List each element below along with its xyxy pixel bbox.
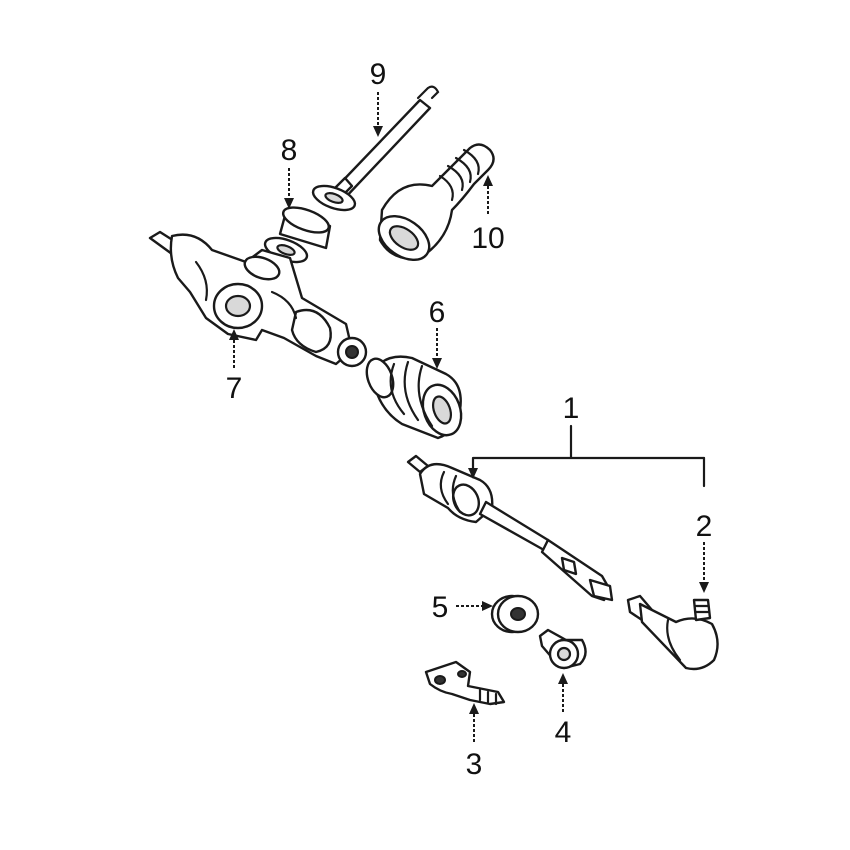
part-7-rack-housing — [148, 230, 368, 368]
callout-4: 4 — [555, 716, 572, 749]
part-5-grommet — [490, 594, 540, 634]
callout-7: 7 — [226, 372, 243, 405]
callout-8: 8 — [281, 134, 298, 167]
callout-3: 3 — [466, 748, 483, 781]
callout-9: 9 — [370, 58, 387, 91]
callout-6: 6 — [429, 296, 446, 329]
part-6-rack-boot — [365, 355, 463, 440]
part-10-pinion-boot — [377, 143, 495, 262]
callout-1: 1 — [563, 392, 580, 425]
leader-lines — [229, 92, 709, 742]
callout-labels: 1 2 3 4 5 6 7 8 9 10 — [226, 58, 713, 781]
part-3-mounting-bracket — [424, 660, 506, 706]
part-4-bushing — [538, 628, 587, 670]
part-9-pinion-shaft — [330, 85, 440, 202]
callout-5: 5 — [432, 591, 449, 624]
callout-2: 2 — [696, 510, 713, 543]
callout-10: 10 — [471, 222, 504, 255]
part-1-tie-rod-assembly — [406, 454, 614, 602]
part-2-tie-rod-end — [626, 594, 719, 671]
